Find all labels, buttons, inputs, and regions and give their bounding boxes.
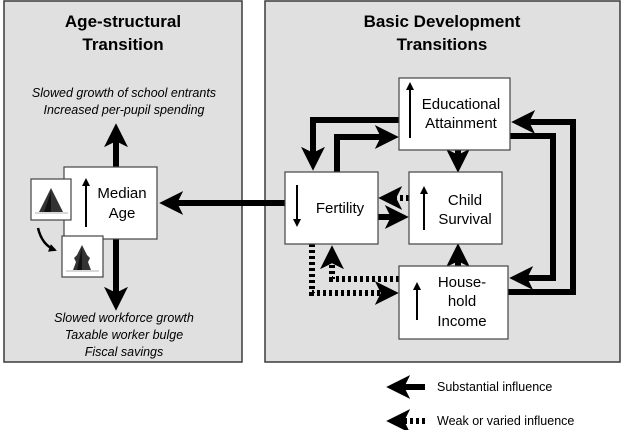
fertility-box	[284, 171, 379, 245]
left-panel-title-2: Transition	[82, 35, 163, 54]
arrow-fertility-to-education	[334, 125, 399, 172]
legend: Substantial influence Weak or varied inf…	[386, 375, 574, 430]
educational-label-1: Educational	[422, 96, 500, 113]
left-panel-title-1: Age-structural	[65, 12, 181, 31]
legend-weak: Weak or varied influence	[437, 414, 574, 428]
effect-top-2: Increased per-pupil spending	[44, 103, 205, 117]
effect-bottom-1: Slowed workforce growth	[54, 311, 194, 325]
median-age-label-2: Age	[109, 205, 136, 222]
right-panel-title-1: Basic Development	[364, 12, 521, 31]
arrow-education-to-income	[509, 133, 556, 290]
median-age-box	[63, 166, 158, 240]
population-pyramid-old-icon	[61, 235, 104, 278]
household-income-box	[398, 265, 509, 340]
right-panel-title-2: Transitions	[397, 35, 488, 54]
child-survival-label-1: Child	[448, 192, 482, 209]
household-label-3: Income	[437, 313, 486, 330]
effect-top-1: Slowed growth of school entrants	[32, 86, 216, 100]
child-survival-label-2: Survival	[438, 211, 491, 228]
population-pyramid-young-icon	[30, 178, 72, 221]
arrow-education-to-fertility	[301, 117, 399, 171]
arrow-income-to-education	[508, 110, 576, 295]
arrow-income-to-fertility-weak	[320, 245, 399, 282]
transition-arrow-icon	[36, 227, 57, 252]
legend-substantial: Substantial influence	[437, 380, 552, 394]
household-label-2: hold	[448, 293, 476, 310]
educational-label-2: Attainment	[425, 115, 498, 132]
educational-attainment-box	[398, 77, 511, 151]
household-label-1: House-	[438, 274, 486, 291]
effect-bottom-3: Fiscal savings	[85, 345, 164, 359]
effect-bottom-2: Taxable worker bulge	[65, 328, 183, 342]
arrow-fertility-to-income-weak	[309, 244, 399, 305]
median-age-label-1: Median	[97, 185, 146, 202]
fertility-label: Fertility	[316, 200, 365, 217]
